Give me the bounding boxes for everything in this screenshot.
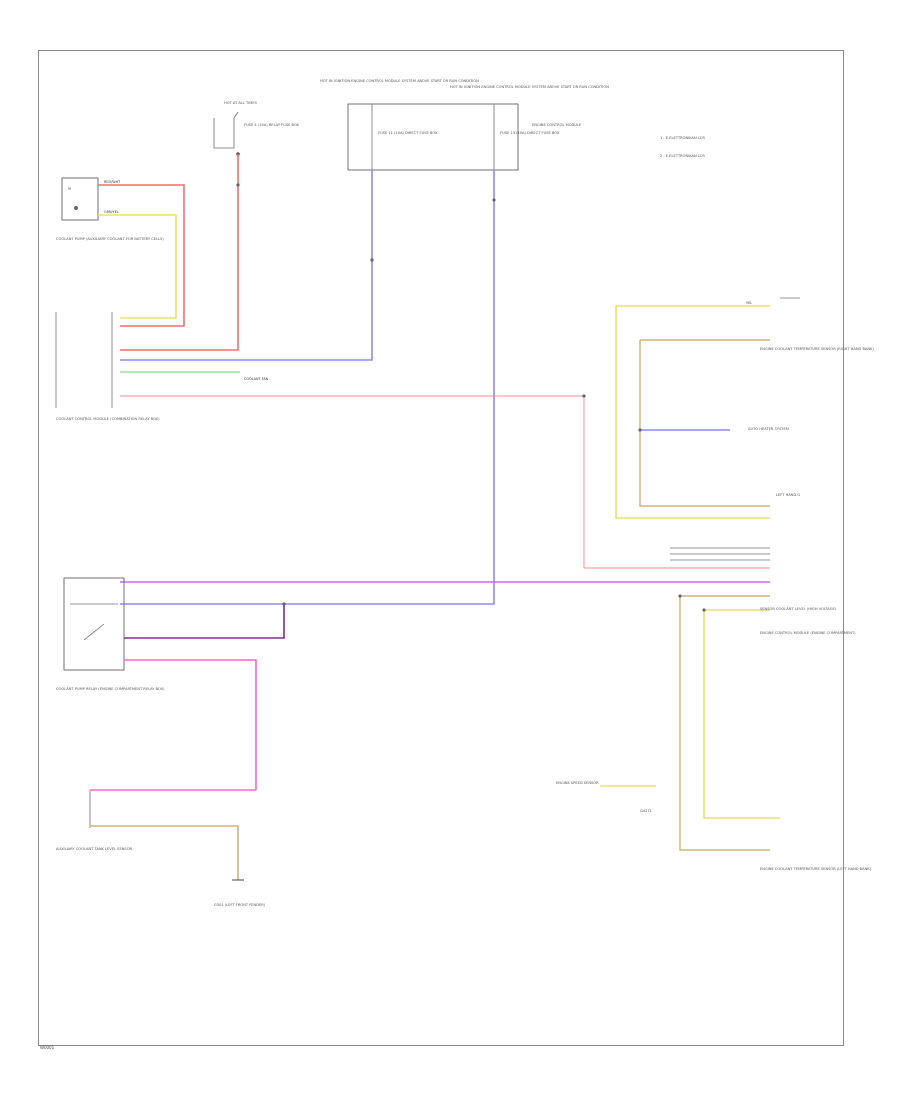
fuse-c-label: FUSE 13 (10A) DIRECT FUSE BOX — [500, 131, 560, 135]
hot-run-start-b-label: HOT IN IGNITION ENGINE CONTROL MODULE SY… — [450, 85, 609, 89]
splice-dot — [282, 602, 286, 606]
coolant-pump-relay: COOLANT PUMP RELAY (ENGINE COMPARTMENT R… — [56, 577, 165, 691]
sensor-coolant-hv-label: SENSOR COOLANT LEVEL (HIGH VOLTAGE) — [760, 607, 837, 611]
wire-tan — [639, 340, 770, 507]
wire-pink-to-ecm — [120, 395, 585, 568]
fuse-a-label: FUSE 4 (15A) RELAY FUSE BOX — [244, 123, 300, 127]
cooling-fan-label: COOLANT FAN — [244, 377, 269, 381]
hot-at-all-times-supply: HOT AT ALL TIMES FUSE 4 (15A) RELAY FUSE… — [213, 101, 300, 156]
right-sensor-top: YEL ENGINE COOLANT TEMPERATURE SENSOR (R… — [746, 297, 874, 497]
engine-control-fuse-box: HOT IN IGNITION ENGINE CONTROL MODULE SY… — [320, 79, 609, 171]
wire-tan — [90, 825, 239, 880]
coolant-pump-component: M COOLANT PUMP (AUXILIARY COOLANT FOR BA… — [56, 177, 164, 241]
hot-run-start-a-label: HOT IN IGNITION ENGINE CONTROL MODULE SY… — [320, 79, 479, 83]
wire-red — [98, 184, 185, 327]
wire-yellow — [98, 214, 177, 319]
wire-yellow — [615, 306, 770, 519]
engine-speed-sensor-label: ENGINE SPEED SENSOR — [556, 781, 599, 785]
wire-red-supply — [120, 154, 239, 351]
engine-control-module-top-label: ENGINE CONTROL MODULE — [532, 123, 582, 127]
ground-g301: G301 (LEFT FRONT FENDER) — [214, 879, 266, 907]
wire-blue-fuse-c — [120, 170, 495, 605]
coolant-pump-relay-label: COOLANT PUMP RELAY (ENGINE COMPARTMENT R… — [56, 687, 165, 691]
diagram-frame — [38, 50, 844, 1046]
splice-points — [236, 183, 706, 612]
ecm-connector: ENGINE CONTROL MODULE (ENGINE COMPARTMEN… — [584, 547, 856, 635]
legend-item-1: 1 . E-ELETTRONIKAN LCR — [660, 136, 705, 140]
legend: 1 . E-ELETTRONIKAN LCR 2 . E-ELETTRONIKA… — [660, 136, 705, 158]
hot-at-all-times-label: HOT AT ALL TIMES — [224, 101, 258, 105]
fuse-b-label: FUSE 11 (10A) DIRECT FUSE BOX — [378, 131, 438, 135]
wires-coolant-pump: RED/WHT GRN/YEL — [98, 180, 185, 327]
wire-yellow — [703, 610, 780, 819]
splice-dot — [492, 198, 496, 202]
splice-dot — [638, 428, 642, 432]
diagram-reference: W0001 — [40, 1045, 55, 1050]
wire-tan — [679, 596, 770, 851]
splice-dot — [370, 258, 374, 262]
left-hand-g-label: LEFT HAND G — [776, 493, 800, 497]
auto-heater-label: AUTO HEATER SYSTEM — [748, 427, 789, 431]
engine-speed-sensor: ENGINE SPEED SENSOR G4271 ENGINE COOLANT… — [556, 607, 872, 871]
splice-dot — [702, 608, 706, 612]
engine-coolant-right-label: ENGINE COOLANT TEMPERATURE SENSOR (RIGHT… — [760, 347, 874, 351]
splice-dot — [678, 594, 682, 598]
svg-text:M: M — [68, 187, 71, 191]
svg-text:YEL: YEL — [746, 301, 752, 305]
splice-dot — [236, 183, 240, 187]
engine-coolant-bottom-label: ENGINE COOLANT TEMPERATURE SENSOR (LEFT … — [760, 867, 872, 871]
coolant-control-module-label: COOLANT CONTROL MODULE (COMBINATION RELA… — [56, 417, 160, 421]
auxiliary-coolant-tank: AUXILIARY COOLANT TANK LEVEL SENSOR — [56, 790, 133, 851]
wire-code-grn-yel: GRN/YEL — [104, 210, 119, 214]
switch-label: G4271 — [640, 809, 652, 813]
wire-magenta — [124, 659, 257, 790]
engine-control-module-label: ENGINE CONTROL MODULE (ENGINE COMPARTMEN… — [760, 631, 856, 635]
coolant-pump-label: COOLANT PUMP (AUXILIARY COOLANT FOR BATT… — [56, 237, 164, 241]
wire-code-red-wht: RED/WHT — [104, 180, 121, 184]
wire-blue-fuse-b — [120, 170, 373, 361]
wire-purple — [124, 604, 285, 639]
auxiliary-coolant-tank-label: AUXILIARY COOLANT TANK LEVEL SENSOR — [56, 847, 133, 851]
ground-g301-label: G301 (LEFT FRONT FENDER) — [214, 903, 266, 907]
splice-dot — [582, 394, 586, 398]
legend-item-2: 2 . E-ELETTRONIKAN LCR — [660, 154, 705, 158]
coolant-control-module: COOLANT CONTROL MODULE (COMBINATION RELA… — [55, 312, 160, 421]
